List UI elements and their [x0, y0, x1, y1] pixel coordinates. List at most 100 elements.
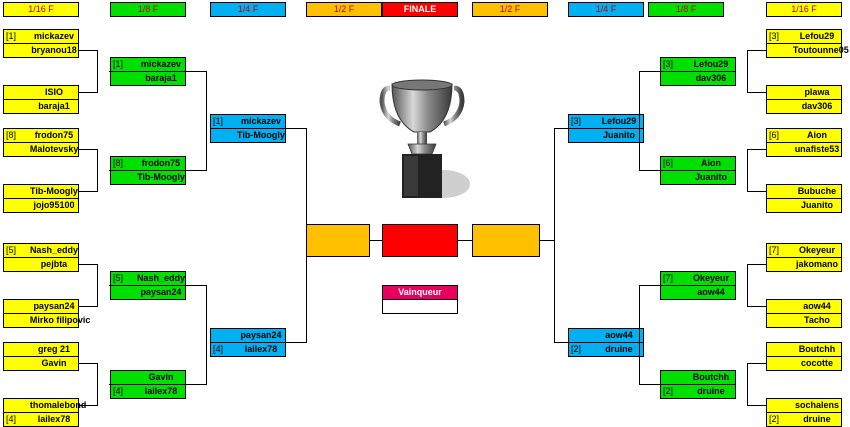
r32-entry[interactable]: Gavin [3, 356, 79, 371]
r32-entry[interactable]: [6]Aion [766, 128, 842, 143]
seed-label: [5] [113, 273, 124, 283]
bracket-line [639, 71, 660, 72]
qf-entry[interactable]: Juanito [568, 128, 644, 143]
bracket-line [79, 149, 98, 150]
seed-label: [3] [769, 31, 780, 41]
r32-entry[interactable]: pejbta [3, 257, 79, 272]
r32-entry[interactable]: dav306 [766, 99, 842, 114]
r32-entry[interactable]: jakomano [766, 257, 842, 272]
r32-entry[interactable]: bryanou18 [3, 43, 79, 58]
qf-entry[interactable]: aow44 [568, 328, 644, 343]
qf-entry[interactable]: Tib-Moogly [210, 128, 286, 143]
round-header-2: 1/4 F [210, 2, 286, 17]
r16-entry[interactable]: [1]mickazev [110, 57, 186, 72]
bracket-line [370, 240, 382, 241]
qf-entry[interactable]: [1]mickazev [210, 114, 286, 129]
round-header-5: 1/2 F [472, 2, 548, 17]
seed-label: [7] [663, 273, 674, 283]
r32-entry[interactable]: Tib-Moogly [3, 184, 79, 199]
r32-entry[interactable]: sochalens [766, 398, 842, 413]
r16-entry[interactable]: [4]lailex78 [110, 384, 186, 399]
r16-entry[interactable]: dav306 [660, 71, 736, 86]
r32-entry[interactable]: Malotevsky [3, 142, 79, 157]
semifinal-left-entry[interactable] [306, 224, 370, 257]
r32-entry[interactable]: cocotte [766, 356, 842, 371]
bracket-line [109, 170, 110, 171]
r32-entry[interactable]: [5]Nash_eddy [3, 243, 79, 258]
player-name: Juanito [694, 172, 727, 182]
player-name: Lefou29 [693, 59, 729, 69]
r32-entry[interactable]: Bubuche [766, 184, 842, 199]
r16-entry[interactable]: Juanito [660, 170, 736, 185]
final-entry[interactable] [382, 224, 458, 257]
player-name: Aion [700, 158, 721, 168]
r32-entry[interactable]: Juanito [766, 198, 842, 213]
r16-entry[interactable]: [3]Lefou29 [660, 57, 736, 72]
qf-entry[interactable]: [2]druine [568, 342, 644, 357]
r16-entry[interactable]: [5]Nash_eddy [110, 271, 186, 286]
bracket-line [79, 363, 98, 364]
bracket-line [747, 149, 766, 150]
player-name: paysan24 [33, 301, 75, 311]
r16-entry[interactable]: Gavin [110, 370, 186, 385]
player-name: lailex78 [37, 414, 71, 424]
bracket-line [286, 342, 307, 343]
r32-entry[interactable]: Toutounne05 [766, 43, 849, 58]
r32-entry[interactable]: paysan24 [3, 299, 79, 314]
seed-label: [7] [769, 245, 780, 255]
round-header-8: 1/16 F [766, 2, 842, 17]
r32-entry[interactable]: aow44 [766, 299, 842, 314]
player-name: aow44 [605, 330, 633, 340]
r32-entry[interactable]: greg 21 [3, 342, 79, 357]
player-name: Malotevsky [29, 144, 79, 154]
seed-label: [2] [663, 386, 674, 396]
r32-entry[interactable]: baraja1 [3, 99, 79, 114]
r32-entry[interactable]: ISIO [3, 85, 79, 100]
r16-entry[interactable]: [2] druine [660, 384, 736, 399]
round-header-6: 1/4 F [568, 2, 644, 17]
player-name: greg 21 [37, 344, 70, 354]
player-name: pejbta [40, 259, 68, 269]
r16-entry[interactable]: [7]Okeyeur [660, 271, 736, 286]
player-name: jakomano [795, 259, 838, 269]
r16-entry[interactable]: aow44 [660, 285, 736, 300]
r32-entry[interactable]: Mirko filipovic [3, 313, 90, 328]
player-name: Gavin [148, 372, 174, 382]
player-name: aow44 [803, 301, 831, 311]
player-name: baraja1 [145, 73, 177, 83]
r32-entry[interactable]: Tacho [766, 313, 842, 328]
r32-entry[interactable]: thomalebond [3, 398, 86, 413]
r32-entry[interactable]: [3]Lefou29 [766, 29, 842, 44]
bracket-line [639, 384, 660, 385]
r32-entry[interactable]: [7]Okeyeur [766, 243, 842, 258]
qf-entry[interactable]: [3]Lefou29 [568, 114, 644, 129]
player-name: Juanito [800, 200, 833, 210]
bracket-line [109, 71, 110, 72]
player-name: dav306 [695, 73, 727, 83]
r32-entry[interactable]: [1]mickazev [3, 29, 79, 44]
bracket-line [747, 191, 766, 192]
bracket-line [97, 264, 98, 307]
r16-entry[interactable]: [6]Aion [660, 156, 736, 171]
r32-entry[interactable]: [8]frodon75 [3, 128, 79, 143]
r16-entry[interactable]: paysan24 [110, 285, 186, 300]
qf-entry[interactable]: paysan24 [210, 328, 286, 343]
r32-entry[interactable]: unafiste53 [766, 142, 842, 157]
r16-entry[interactable]: [8]frodon75 [110, 156, 186, 171]
player-name: paysan24 [140, 287, 182, 297]
qf-entry[interactable]: [4]lailex78 [210, 342, 286, 357]
player-name: druine [697, 386, 725, 396]
bracket-line [554, 342, 568, 343]
round-header-7: 1/8 F [648, 2, 724, 17]
winner-name[interactable] [382, 299, 458, 314]
r32-entry[interactable]: jojo95100 [3, 198, 79, 213]
semifinal-right-entry[interactable] [472, 224, 540, 257]
r16-entry[interactable]: Tib-Moogly [110, 170, 186, 185]
r16-entry[interactable]: Boutchh [660, 370, 736, 385]
player-name: Boutchh [798, 344, 836, 354]
player-name: baraja1 [38, 101, 70, 111]
r32-entry[interactable]: plawa [766, 85, 842, 100]
r32-entry[interactable]: Boutchh [766, 342, 842, 357]
r16-entry[interactable]: baraja1 [110, 71, 186, 86]
